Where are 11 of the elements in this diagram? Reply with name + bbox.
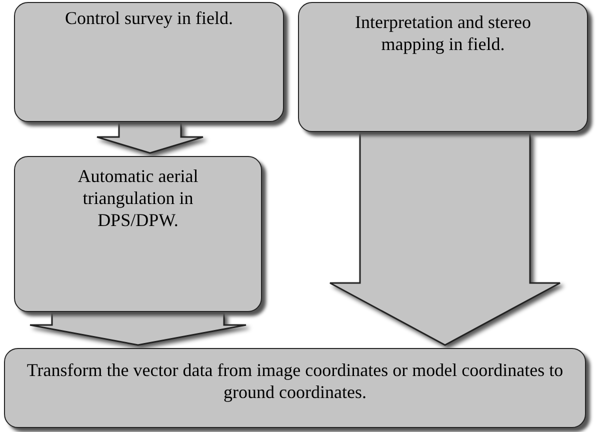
process-box — [14, 2, 284, 122]
block-arrow — [29, 312, 247, 346]
block-arrow — [96, 122, 204, 154]
process-box — [298, 2, 588, 132]
process-box — [4, 348, 586, 428]
box-text: Interpretation and stereo mapping in field. — [354, 11, 532, 55]
block-arrow — [329, 132, 561, 346]
box-text: Control survey in field. — [64, 7, 234, 29]
box-text: Automatic aerial triangulation in DPS/DPW. — [76, 165, 200, 231]
process-box — [14, 156, 262, 312]
box-text: Transform the vector data from image coordinates or model coordinates to ground coordinates. — [26, 359, 564, 403]
